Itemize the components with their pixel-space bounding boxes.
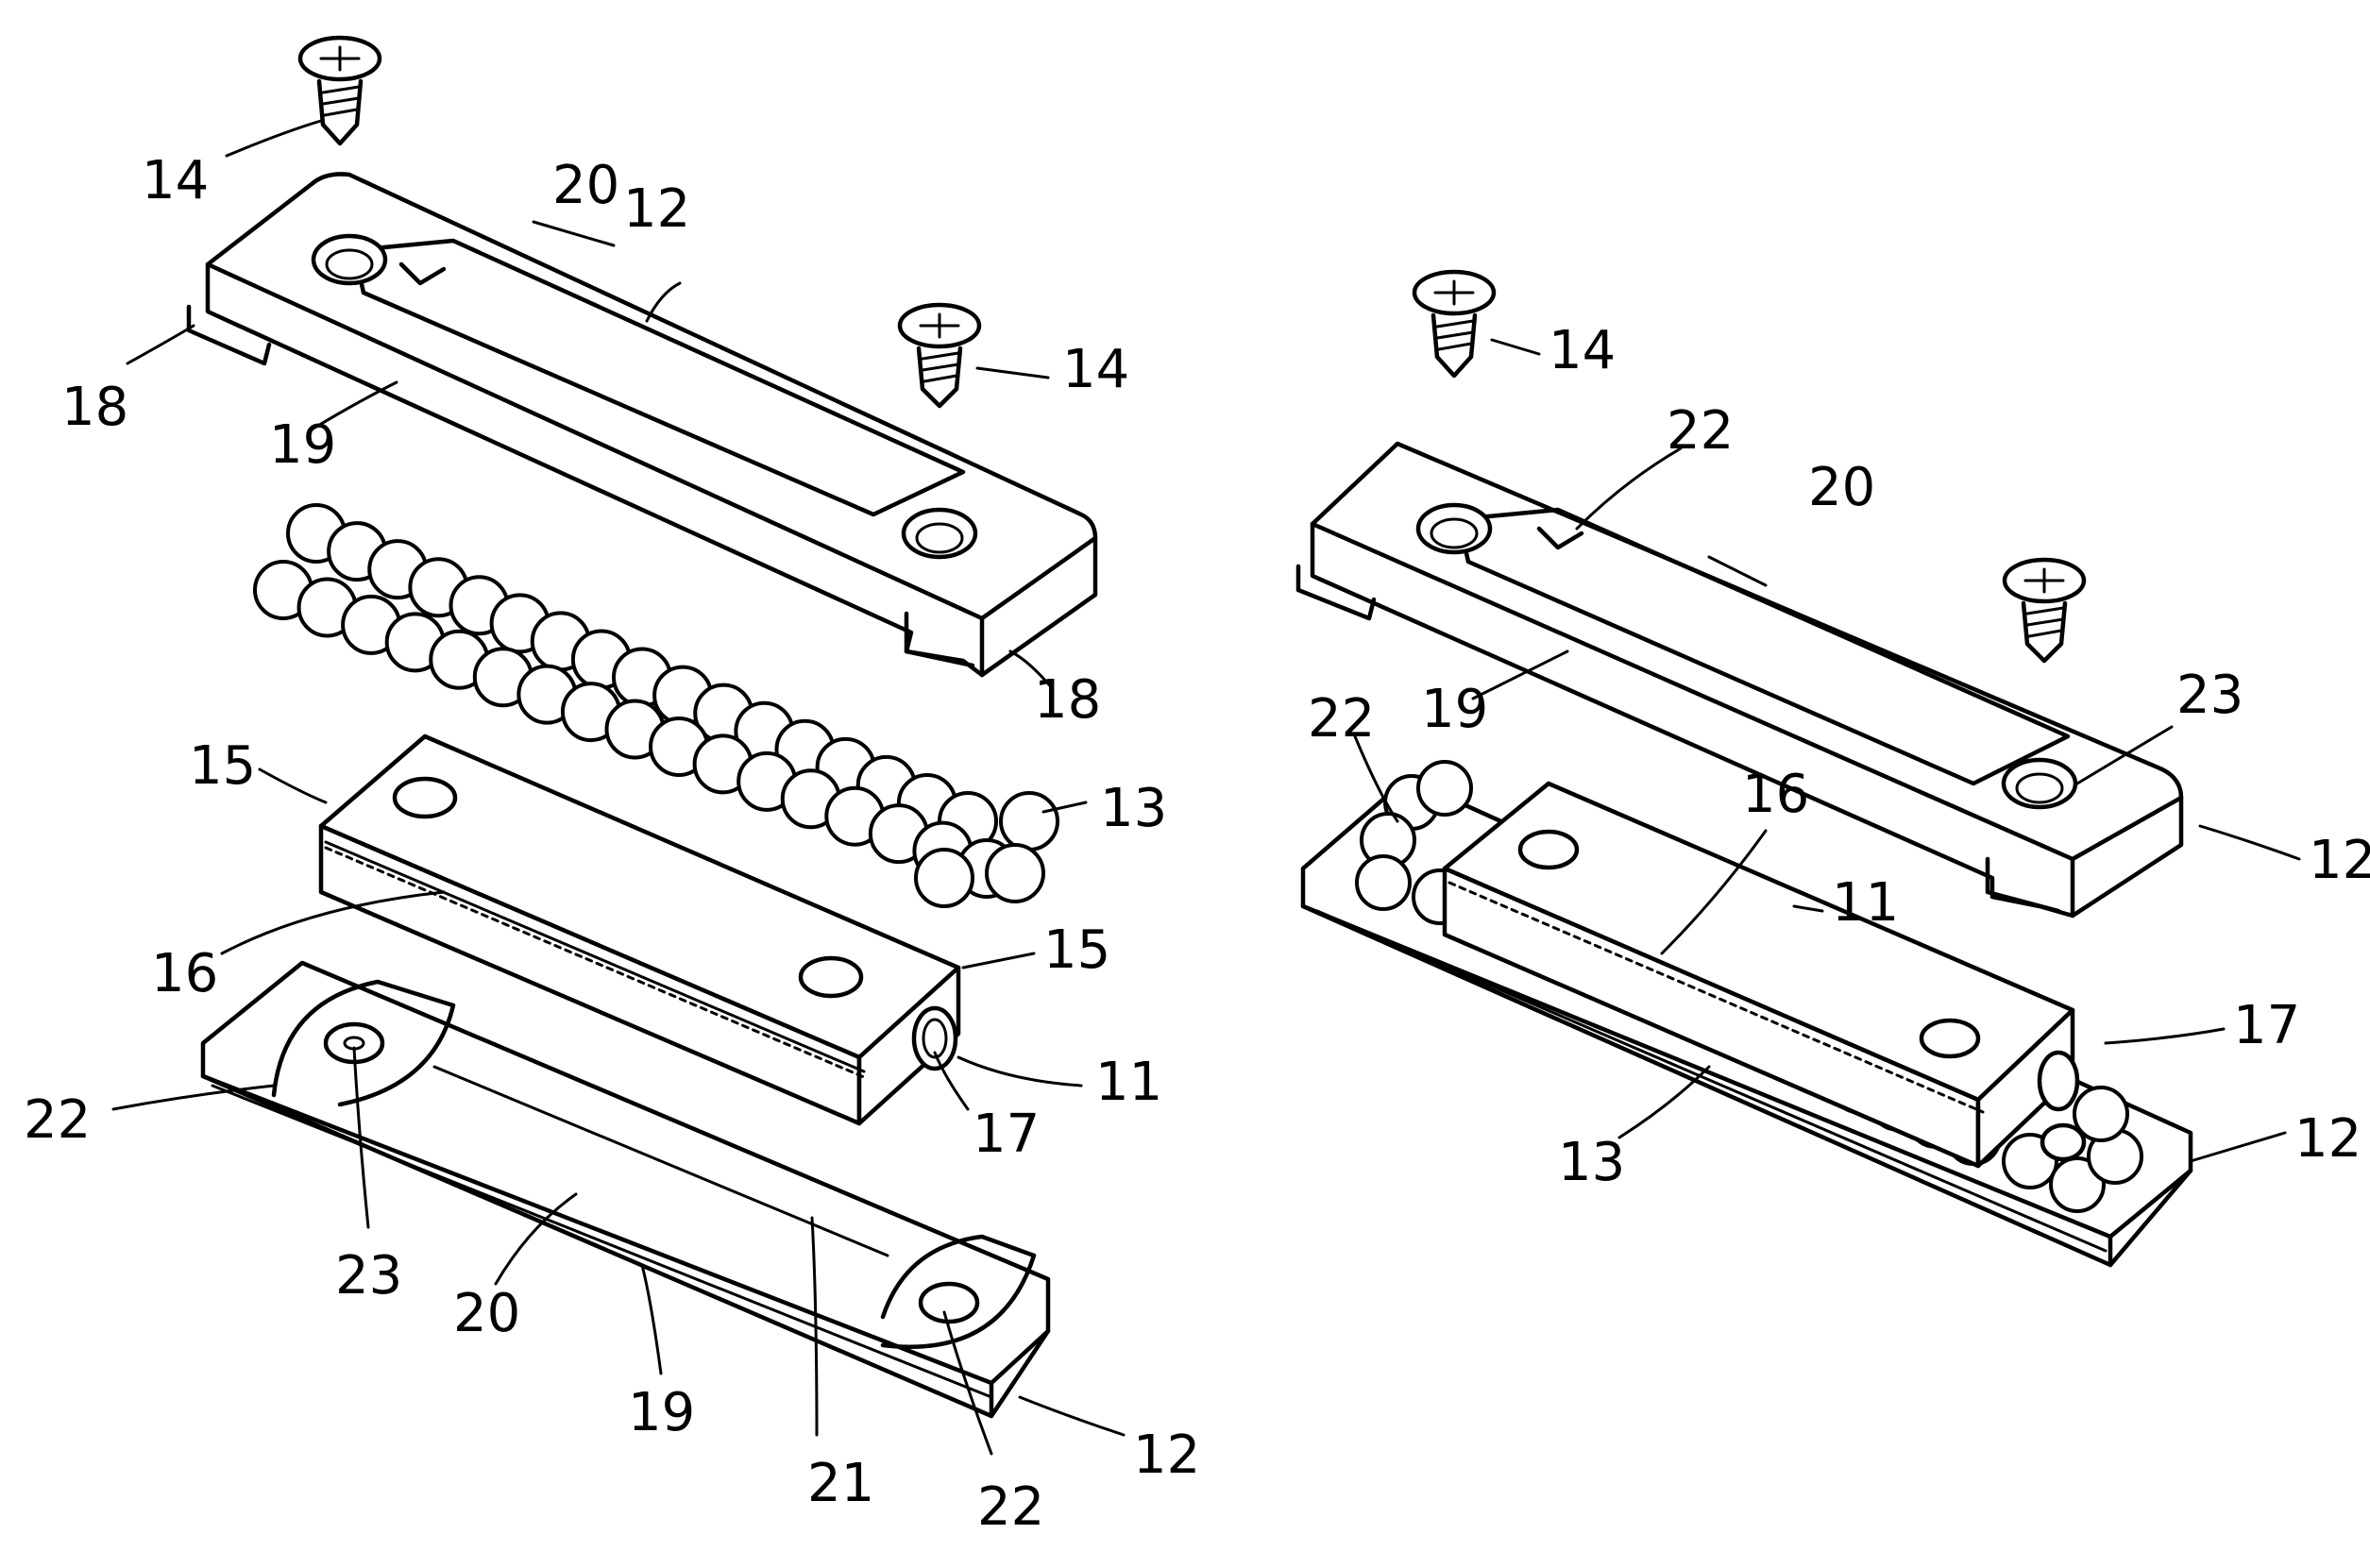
label-17-slider: 17 [973,1104,1040,1165]
screw-right-upper [1414,272,1494,376]
label-12-upper-cap: 12 [623,178,690,240]
exploded-view [189,38,1095,1416]
label-16-assembled: 16 [1742,764,1809,825]
label-22-lower-right: 22 [977,1476,1044,1538]
label-13-assembled: 13 [1558,1132,1625,1193]
label-20-assembled: 20 [1808,457,1875,518]
screw-top-middle [900,305,979,406]
label-13-chain: 13 [1100,778,1167,839]
ball [1418,762,1471,815]
label-14-screw-middle: 14 [1062,339,1129,400]
screw-top-left [300,38,380,143]
label-12-assembled-lower: 12 [2294,1108,2362,1170]
ball [1001,793,1058,850]
label-16-slider: 16 [151,943,218,1004]
label-15-bottom: 15 [1043,919,1110,981]
label-20-lower: 20 [453,1283,520,1344]
label-19-lower: 19 [628,1382,695,1443]
label-14-assembled: 14 [1549,320,1616,381]
label-19-upper-cap: 19 [269,414,336,476]
label-12-assembled-upper: 12 [2309,830,2370,891]
ball [1357,856,1410,909]
label-20-upper-cap: 20 [552,155,619,216]
label-15-top: 15 [189,735,256,797]
label-14-screw-left: 14 [142,150,209,211]
label-19-assembled: 19 [1421,679,1488,740]
ball [916,850,973,906]
label-23-lower: 23 [335,1245,402,1307]
label-23-assembled: 23 [2176,665,2243,726]
label-18-left: 18 [61,377,128,438]
label-17-assembled: 17 [2233,995,2300,1056]
label-22-lower-left: 22 [24,1089,91,1151]
label-11-slider: 11 [1095,1052,1162,1113]
label-18-right: 18 [1034,669,1101,731]
screw-right-lower [2005,560,2084,661]
label-22-assembled-left: 22 [1308,688,1375,750]
label-11-assembled: 11 [1832,872,1899,934]
label-12-lower-cap: 12 [1133,1425,1200,1486]
label-22-assembled-top: 22 [1667,400,1734,462]
ball [987,845,1043,902]
label-21-lower: 21 [807,1453,874,1514]
